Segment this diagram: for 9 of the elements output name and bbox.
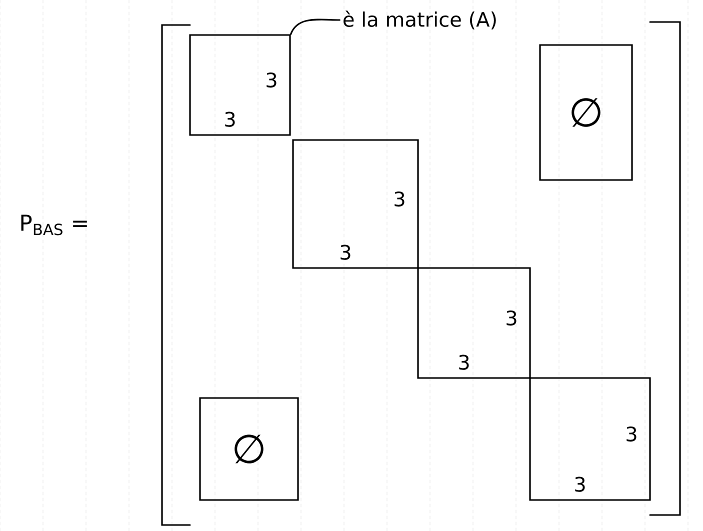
matrix-block: 3 3 [292,139,419,269]
matrix-block: 3 3 [417,267,531,379]
leader-line [290,18,340,35]
note-text: è la matrice (A) [344,10,496,30]
zero-block: ∅ [539,44,633,181]
zero-block: ∅ [199,397,299,501]
matrix-name: P$_{BAS}$ = [21,214,87,236]
matrix-block: 3 3 [189,34,291,136]
matrix-block: 3 3 [529,377,651,501]
